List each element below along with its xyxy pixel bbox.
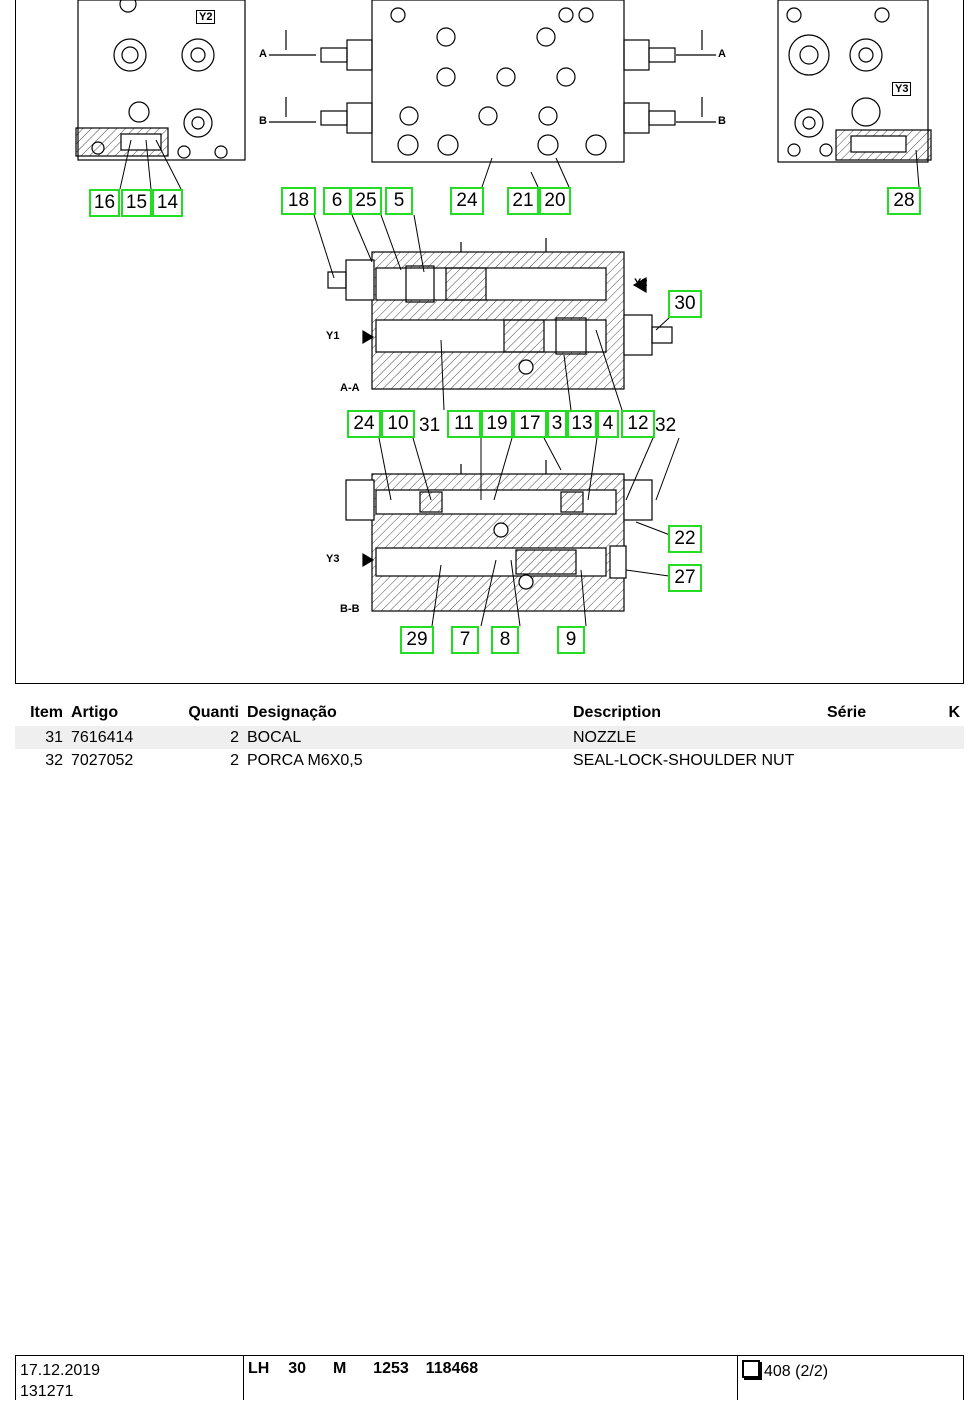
col-serie: Série <box>827 704 867 721</box>
callout-17: 17 <box>513 410 547 438</box>
callout-8: 8 <box>491 626 519 654</box>
col-item: Item <box>30 704 63 721</box>
cell-quanti: 2 <box>230 751 239 769</box>
callout-14: 14 <box>152 189 183 217</box>
cell-k <box>931 749 964 772</box>
callout-15: 15 <box>121 189 152 217</box>
footer-date-cell: 17.12.2019 131271 <box>16 1356 244 1400</box>
callout-21: 21 <box>507 187 539 215</box>
left-side-view <box>75 0 246 161</box>
footer-model-cell: LH 30 M 1253 118468 <box>244 1356 738 1400</box>
callout-20: 20 <box>539 187 571 215</box>
footer-date: 17.12.2019 <box>20 1362 101 1379</box>
col-description: Description <box>573 704 662 721</box>
section-aa-title: A-A <box>340 382 360 394</box>
footer-number: 131271 <box>20 1383 74 1400</box>
callout-16: 16 <box>89 189 120 217</box>
y3-port-label: Y3 <box>326 553 340 565</box>
cell-item: 31 <box>15 726 67 749</box>
callout-32: 32 <box>655 415 677 436</box>
section-a-a <box>327 238 673 390</box>
section-b-left-label: B <box>259 115 267 127</box>
cell-item: 32 <box>45 751 63 769</box>
callout-4: 4 <box>597 410 619 438</box>
cell-designacao: BOCAL <box>243 726 569 749</box>
footer-size: 30 <box>288 1360 307 1377</box>
table-row: 31 7616414 2 BOCAL NOZZLE <box>15 726 964 749</box>
y3-tag-top: Y3 <box>892 82 912 96</box>
callout-9: 9 <box>557 626 585 654</box>
callout-6: 6 <box>323 187 351 215</box>
callout-3: 3 <box>547 410 567 438</box>
y1-port-label: Y1 <box>326 330 340 342</box>
callout-24: 24 <box>450 187 484 215</box>
callout-25: 25 <box>350 187 382 215</box>
footer-model: LH <box>248 1360 270 1377</box>
cell-description: NOZZLE <box>569 726 823 749</box>
section-b-b <box>345 460 653 612</box>
cell-k <box>931 726 964 749</box>
section-a-right-label: A <box>718 48 726 60</box>
table-header-row: Item Artigo Quanti Designação Descriptio… <box>15 700 964 726</box>
callout-31: 31 <box>419 415 441 436</box>
callout-7: 7 <box>451 626 479 654</box>
footer-page: 408 (2/2) <box>764 1363 829 1380</box>
section-bb-title: B-B <box>340 603 360 615</box>
col-k: K <box>948 704 960 721</box>
section-b-right-label: B <box>718 115 726 127</box>
cell-serie <box>823 726 931 749</box>
valve-block-drawing <box>75 0 932 627</box>
footer-page-cell: 408 (2/2) <box>738 1356 963 1400</box>
parts-table: Item Artigo Quanti Designação Descriptio… <box>15 700 964 772</box>
callout-22: 22 <box>668 525 702 553</box>
callout-12: 12 <box>621 410 655 438</box>
callout-24: 24 <box>347 410 381 438</box>
col-designacao: Designação <box>247 704 337 721</box>
section-a-left-label: A <box>259 48 267 60</box>
callout-27: 27 <box>668 564 702 592</box>
cell-quanti: 2 <box>175 726 243 749</box>
y2-port-label: Y2 <box>634 277 648 289</box>
table-row: 32 7027052 2 PORCA M6X0,5 SEAL-LOCK-SHOU… <box>15 749 964 772</box>
footer-variant: M <box>332 1360 347 1377</box>
cell-artigo: 7027052 <box>71 751 134 769</box>
callout-5: 5 <box>385 187 413 215</box>
flow-arrows <box>362 276 647 568</box>
cell-artigo: 7616414 <box>67 726 175 749</box>
callout-19: 19 <box>481 410 513 438</box>
right-side-view <box>777 0 932 163</box>
callout-28: 28 <box>887 187 921 215</box>
footer-code1: 1253 <box>373 1360 409 1377</box>
col-quanti: Quanti <box>188 704 239 721</box>
cell-designacao: PORCA M6X0,5 <box>247 751 363 769</box>
callout-13: 13 <box>567 410 597 438</box>
page-box-icon <box>742 1360 760 1378</box>
callout-30: 30 <box>668 290 702 318</box>
footer-code2: 118468 <box>425 1360 479 1377</box>
cell-serie <box>823 749 931 772</box>
page-footer: 17.12.2019 131271 LH 30 M 1253 118468 40… <box>15 1355 964 1400</box>
y2-tag-top: Y2 <box>196 10 216 24</box>
callout-18: 18 <box>281 187 316 215</box>
callout-10: 10 <box>381 410 415 438</box>
callout-29: 29 <box>400 626 434 654</box>
col-artigo: Artigo <box>71 704 119 721</box>
cell-description: SEAL-LOCK-SHOULDER NUT <box>573 751 795 769</box>
callout-11: 11 <box>447 410 481 438</box>
top-view <box>269 0 716 163</box>
